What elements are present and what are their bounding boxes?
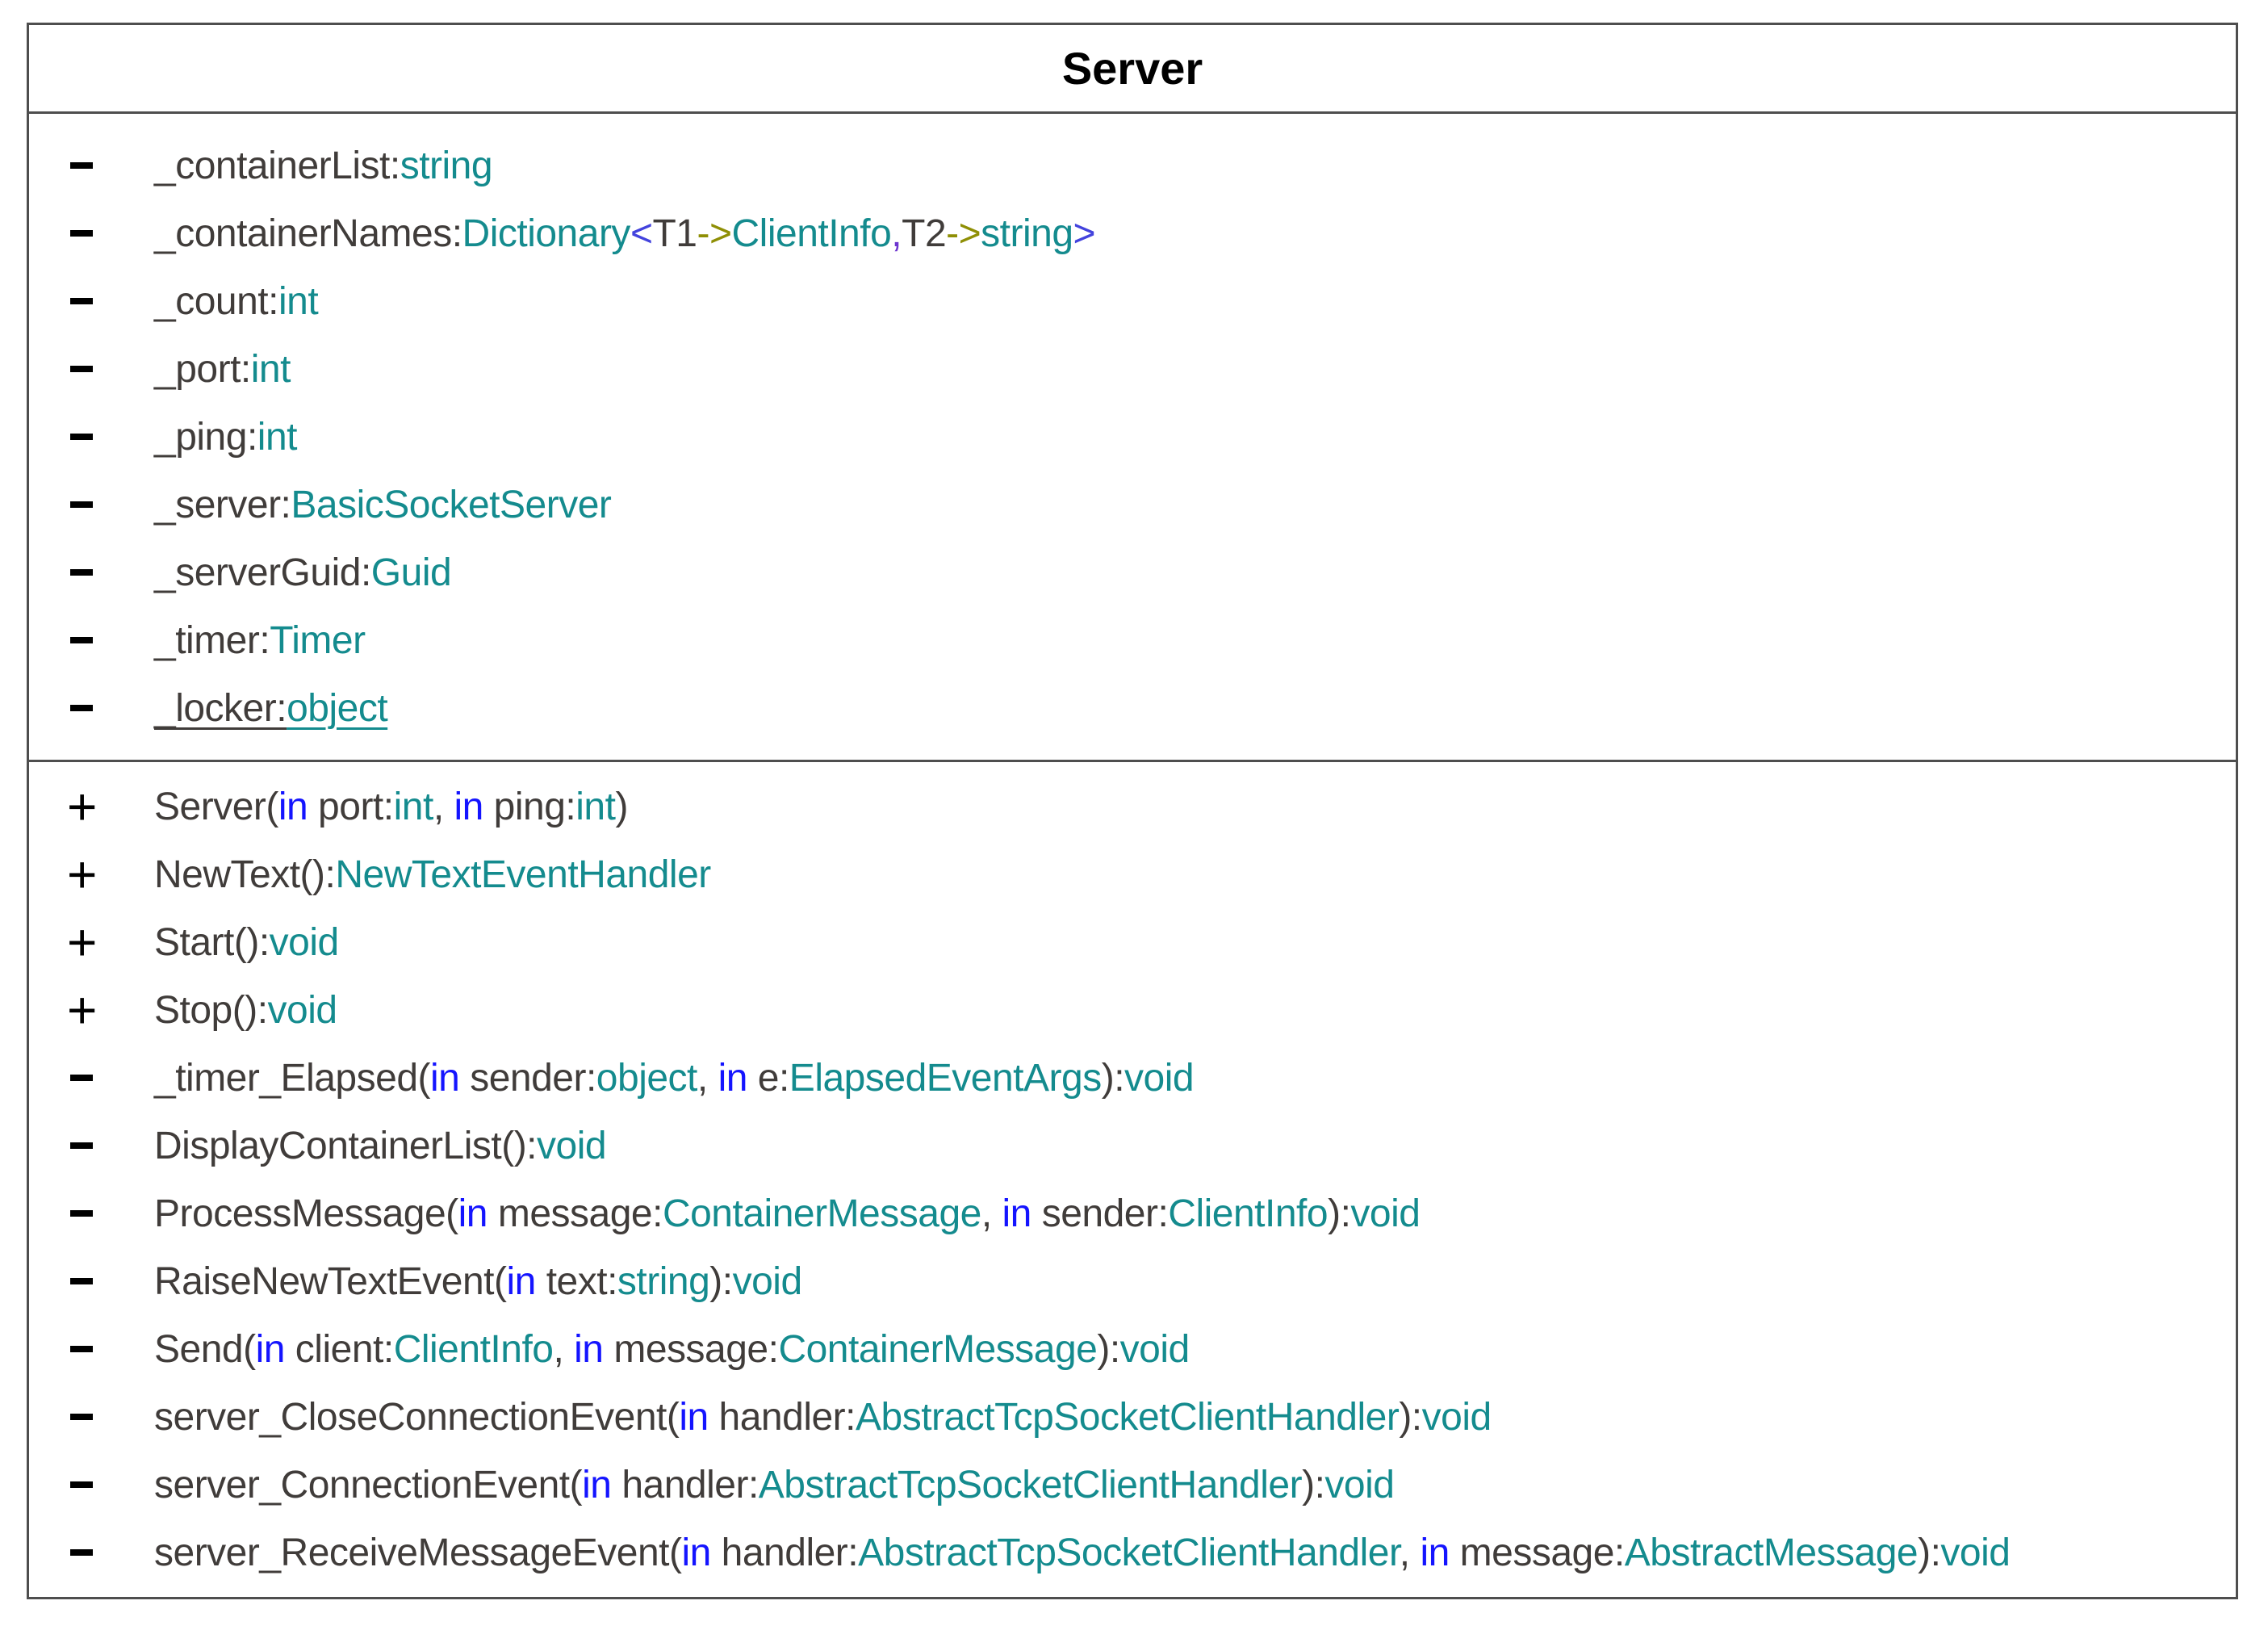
method-row: server_ConnectionEvent(in handler:Abstra… (29, 1451, 2236, 1519)
private-visibility-marker (65, 569, 154, 576)
member-signature: _timer_Elapsed(in sender:object, in e:El… (154, 1056, 1195, 1100)
member-signature: _count:int (154, 279, 319, 323)
member-signature: _locker:object (154, 686, 388, 730)
class-box: Server _containerList:string _containerNa… (27, 23, 2238, 1599)
private-visibility-marker (65, 298, 154, 304)
attribute-row: _serverGuid:Guid (29, 538, 2236, 606)
member-signature: _serverGuid:Guid (154, 551, 452, 594)
attribute-row: _timer:Timer (29, 606, 2236, 674)
public-visibility-marker: + (67, 845, 97, 903)
member-signature: _ping:int (154, 415, 297, 459)
member-signature: Send(in client:ClientInfo, in message:Co… (154, 1327, 1190, 1371)
member-signature: server_CloseConnectionEvent(in handler:A… (154, 1395, 1492, 1439)
member-signature: _containerList:string (154, 144, 493, 187)
method-row: server_CloseConnectionEvent(in handler:A… (29, 1383, 2236, 1451)
attribute-row: _locker:object (29, 674, 2236, 742)
method-row: _timer_Elapsed(in sender:object, in e:El… (29, 1044, 2236, 1112)
private-visibility-marker (65, 1210, 154, 1217)
private-visibility-marker (65, 1346, 154, 1352)
private-visibility-marker (65, 1549, 154, 1556)
member-signature: server_ReceiveMessageEvent(in handler:Ab… (154, 1531, 2011, 1574)
private-visibility-marker (65, 1075, 154, 1081)
attribute-row: _count:int (29, 267, 2236, 335)
private-visibility-marker (65, 1278, 154, 1284)
private-visibility-marker (65, 637, 154, 643)
attribute-row: _containerNames:Dictionary<T1->ClientInf… (29, 199, 2236, 267)
member-signature: DisplayContainerList():void (154, 1124, 607, 1167)
method-row: DisplayContainerList():void (29, 1112, 2236, 1180)
attribute-row: _containerList:string (29, 132, 2236, 199)
member-signature: Start():void (154, 920, 339, 964)
private-visibility-marker (65, 1414, 154, 1420)
attribute-row: _server:BasicSocketServer (29, 471, 2236, 538)
member-signature: Server(in port:int, in ping:int) (154, 785, 628, 828)
method-row: + Stop():void (29, 976, 2236, 1044)
private-visibility-marker (65, 366, 154, 372)
method-row: + Server(in port:int, in ping:int) (29, 773, 2236, 840)
method-row: server_ReceiveMessageEvent(in handler:Ab… (29, 1519, 2236, 1586)
member-signature: _containerNames:Dictionary<T1->ClientInf… (154, 212, 1096, 255)
member-signature: _timer:Timer (154, 618, 366, 662)
private-visibility-marker (65, 162, 154, 169)
member-signature: NewText():NewTextEventHandler (154, 853, 711, 896)
member-signature: RaiseNewTextEvent(in text:string):void (154, 1259, 802, 1303)
method-row: RaiseNewTextEvent(in text:string):void (29, 1247, 2236, 1315)
member-signature: _server:BasicSocketServer (154, 483, 612, 526)
private-visibility-marker (65, 501, 154, 508)
member-signature: Stop():void (154, 988, 337, 1032)
private-visibility-marker (65, 434, 154, 440)
member-signature: _port:int (154, 347, 291, 391)
private-visibility-marker (65, 230, 154, 237)
private-visibility-marker (65, 705, 154, 711)
private-visibility-marker (65, 1481, 154, 1488)
public-visibility-marker: + (67, 777, 97, 836)
method-row: + Start():void (29, 908, 2236, 976)
method-row: Send(in client:ClientInfo, in message:Co… (29, 1315, 2236, 1383)
member-signature: ProcessMessage(in message:ContainerMessa… (154, 1192, 1421, 1235)
attributes-compartment: _containerList:string _containerNames:Dic… (29, 114, 2236, 760)
method-row: ProcessMessage(in message:ContainerMessa… (29, 1180, 2236, 1247)
member-signature: server_ConnectionEvent(in handler:Abstra… (154, 1463, 1395, 1506)
public-visibility-marker: + (67, 981, 97, 1039)
private-visibility-marker (65, 1142, 154, 1149)
attribute-row: _port:int (29, 335, 2236, 403)
methods-compartment: + Server(in port:int, in ping:int) + NewTex… (29, 760, 2236, 1597)
method-row: + NewText():NewTextEventHandler (29, 840, 2236, 908)
class-title: Server (29, 25, 2236, 114)
attribute-row: _ping:int (29, 403, 2236, 471)
public-visibility-marker: + (67, 913, 97, 971)
